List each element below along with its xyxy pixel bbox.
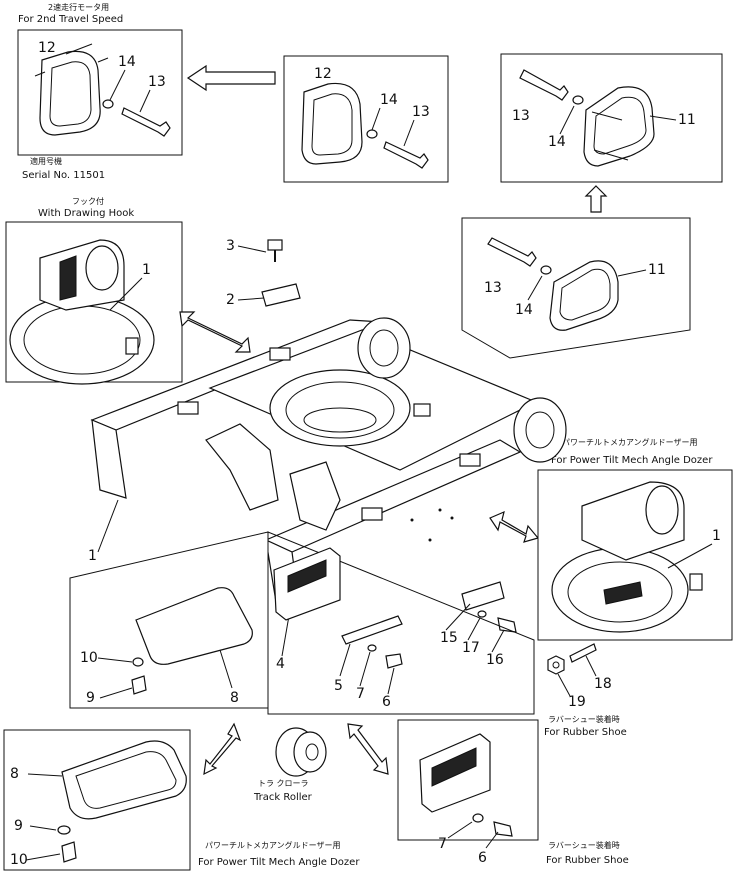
caption-roller-en: Track Roller [253, 792, 313, 803]
callout: 16 [486, 652, 504, 668]
caption-serial-en: Serial No. 11501 [22, 170, 105, 181]
caption-hook-jp: フック付 [72, 196, 104, 206]
callout: 18 [594, 676, 612, 692]
detail-box-frame-end [267, 531, 535, 715]
callout: 13 [484, 280, 502, 296]
detail-box-drawing-hook: 1 [5, 221, 183, 385]
callout: 14 [118, 54, 136, 70]
callout: 15 [440, 630, 458, 646]
callout: 1 [88, 548, 97, 564]
callout: 7 [356, 686, 365, 702]
callout: 12 [38, 40, 56, 56]
callout: 14 [380, 92, 398, 108]
rubber-shoe-bolt-set: 18 19 [547, 643, 612, 710]
caption-rubber-mid-jp: ラバーシュー装着時 [548, 714, 620, 724]
double-arrow-bottom-left [203, 722, 242, 776]
callout: 11 [648, 262, 666, 278]
caption-ptm-right-en: For Power Tilt Mech Angle Dozer [551, 455, 713, 466]
callout: 7 [438, 836, 447, 852]
callout: 1 [142, 262, 151, 278]
double-arrow-bottom-right [347, 723, 389, 775]
callout: 11 [678, 112, 696, 128]
caption-roller-jp: トラ クローラ [258, 779, 309, 788]
arrow-up [584, 185, 608, 213]
callout: 9 [14, 818, 23, 834]
detail-box-top-center: 12 14 13 [283, 55, 449, 183]
caption-hook-en: With Drawing Hook [38, 208, 134, 219]
callout: 6 [382, 694, 391, 710]
callout: 17 [462, 640, 480, 656]
callout: 19 [568, 694, 586, 710]
callout: 5 [334, 678, 343, 694]
callout: 13 [148, 74, 166, 90]
caption-travel-en: For 2nd Travel Speed [18, 14, 123, 25]
caption-ptm-bottom-en: For Power Tilt Mech Angle Dozer [198, 857, 360, 868]
callout: 2 [226, 292, 235, 308]
caption-ptm-bottom-jp: パワーチルトメカアングルドーザー用 [205, 840, 341, 850]
caption-travel-jp: 2速走行モータ用 [48, 2, 109, 12]
callout: 3 [226, 238, 235, 254]
callout: 4 [276, 656, 285, 672]
detail-box-bottom-left: 8 9 10 [3, 729, 191, 871]
callout: 10 [80, 650, 98, 666]
callout: 14 [548, 134, 566, 150]
track-roller [275, 727, 327, 777]
caption-ptm-right-jp: パワーチルトメカアングルドーザー用 [562, 437, 698, 447]
callout: 13 [512, 108, 530, 124]
callout: 13 [412, 104, 430, 120]
callout: 14 [515, 302, 533, 318]
detail-box-travel-speed: 12 14 13 [17, 29, 183, 156]
callout: 12 [314, 66, 332, 82]
detail-box-power-tilt-dozer: 1 [537, 469, 733, 641]
caption-rubber-bottom-en: For Rubber Shoe [546, 855, 629, 866]
caption-rubber-bottom-jp: ラバーシュー装着時 [548, 840, 620, 850]
callout: 8 [10, 766, 19, 782]
caption-rubber-mid-en: For Rubber Shoe [544, 727, 627, 738]
callout: 10 [10, 852, 28, 868]
detail-box-middle-right: 13 14 11 [461, 217, 691, 359]
callout: 9 [86, 690, 95, 706]
detail-box-top-right: 13 14 11 [500, 53, 723, 183]
detail-box-bottom-right: 7 6 [397, 719, 539, 866]
callout: 6 [478, 850, 487, 866]
double-arrow-dozer [489, 510, 540, 543]
detail-box-cover-plate: 10 9 8 [69, 531, 269, 709]
caption-serial-jp: 適用号機 [30, 156, 62, 166]
callout: 1 [712, 528, 721, 544]
double-arrow-hook [179, 311, 251, 353]
callout: 8 [230, 690, 239, 706]
arrow-left [186, 64, 276, 92]
